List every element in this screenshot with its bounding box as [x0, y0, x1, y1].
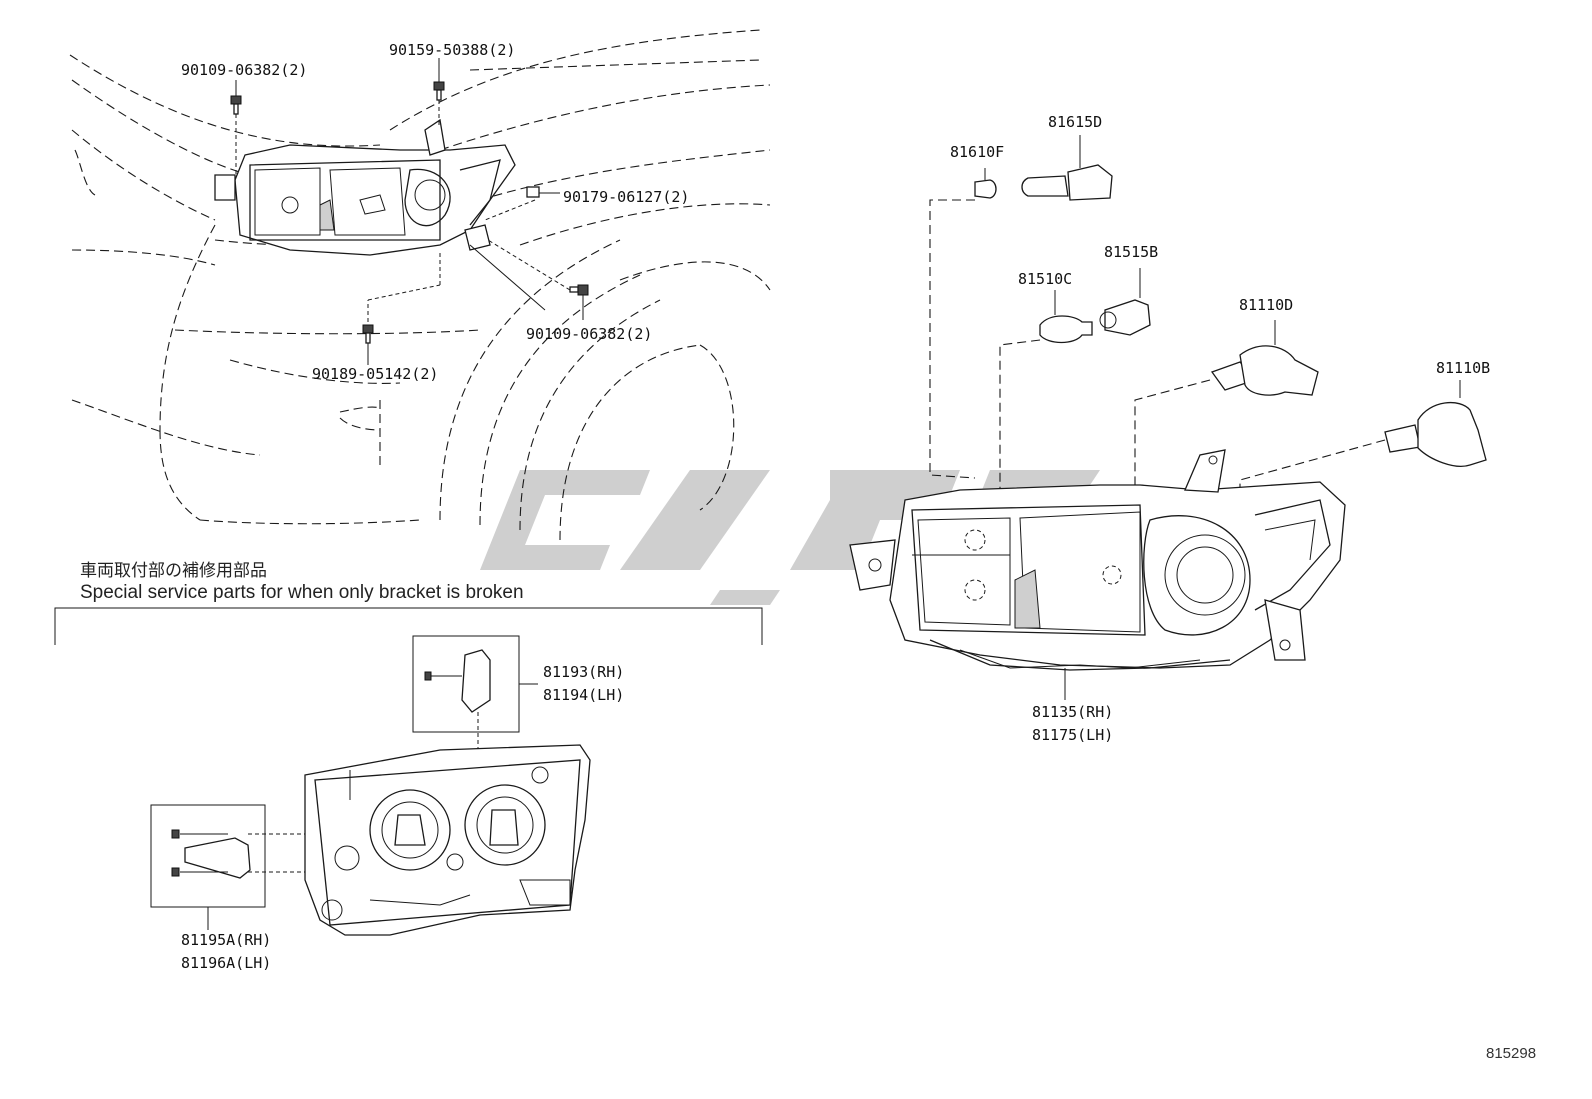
label-clip-right: 90179-06127(2): [563, 188, 690, 206]
socket-81515b: [1099, 268, 1151, 336]
label-side-bracket-rh: 81195A(RH): [181, 931, 272, 949]
label-upper-bracket-rh: 81193(RH): [543, 663, 625, 681]
label-upper-bracket-lh: 81194(LH): [543, 686, 625, 704]
headlamp-assembly-main: [849, 449, 1346, 700]
note-english: Special service parts for when only brac…: [80, 582, 524, 603]
label-bulb-81110b: 81110B: [1436, 359, 1491, 377]
upper-bracket-box: [412, 635, 538, 775]
label-bulb-81510c: 81510C: [1018, 270, 1073, 288]
label-headlamp-rh: 81135(RH): [1032, 703, 1114, 721]
vehicle-front-body: [69, 29, 771, 541]
service-parts-frame: [54, 607, 763, 645]
bulb-81110b: [1239, 380, 1487, 500]
label-bolt-top-left: 90109-06382(2): [181, 61, 308, 79]
label-socket-81515b: 81515B: [1104, 243, 1159, 261]
label-bolt-bottom: 90189-05142(2): [312, 365, 439, 383]
note-japanese: 車両取付部の補修用部品: [80, 561, 267, 581]
label-bulb-81110d: 81110D: [1239, 296, 1294, 314]
label-bolt-right: 90109-06382(2): [526, 325, 653, 343]
label-bolt-top-center: 90159-50388(2): [389, 41, 516, 59]
label-bulb-81610f: 81610F: [950, 143, 1005, 161]
bulb-81110d: [1134, 320, 1319, 495]
label-side-bracket-lh: 81196A(LH): [181, 954, 272, 972]
headlamp-installed-view: [214, 118, 516, 256]
bulb-81610f: [929, 168, 997, 479]
label-socket-81615d: 81615D: [1048, 113, 1103, 131]
socket-81615d: [1021, 135, 1113, 201]
diagram-id: 815298: [1486, 1045, 1537, 1062]
vehicle-fasteners: [230, 58, 589, 365]
headlamp-rear-view: [304, 744, 591, 936]
bulb-81510c: [999, 290, 1093, 552]
label-headlamp-lh: 81175(LH): [1032, 726, 1114, 744]
side-bracket-box: [150, 804, 315, 930]
